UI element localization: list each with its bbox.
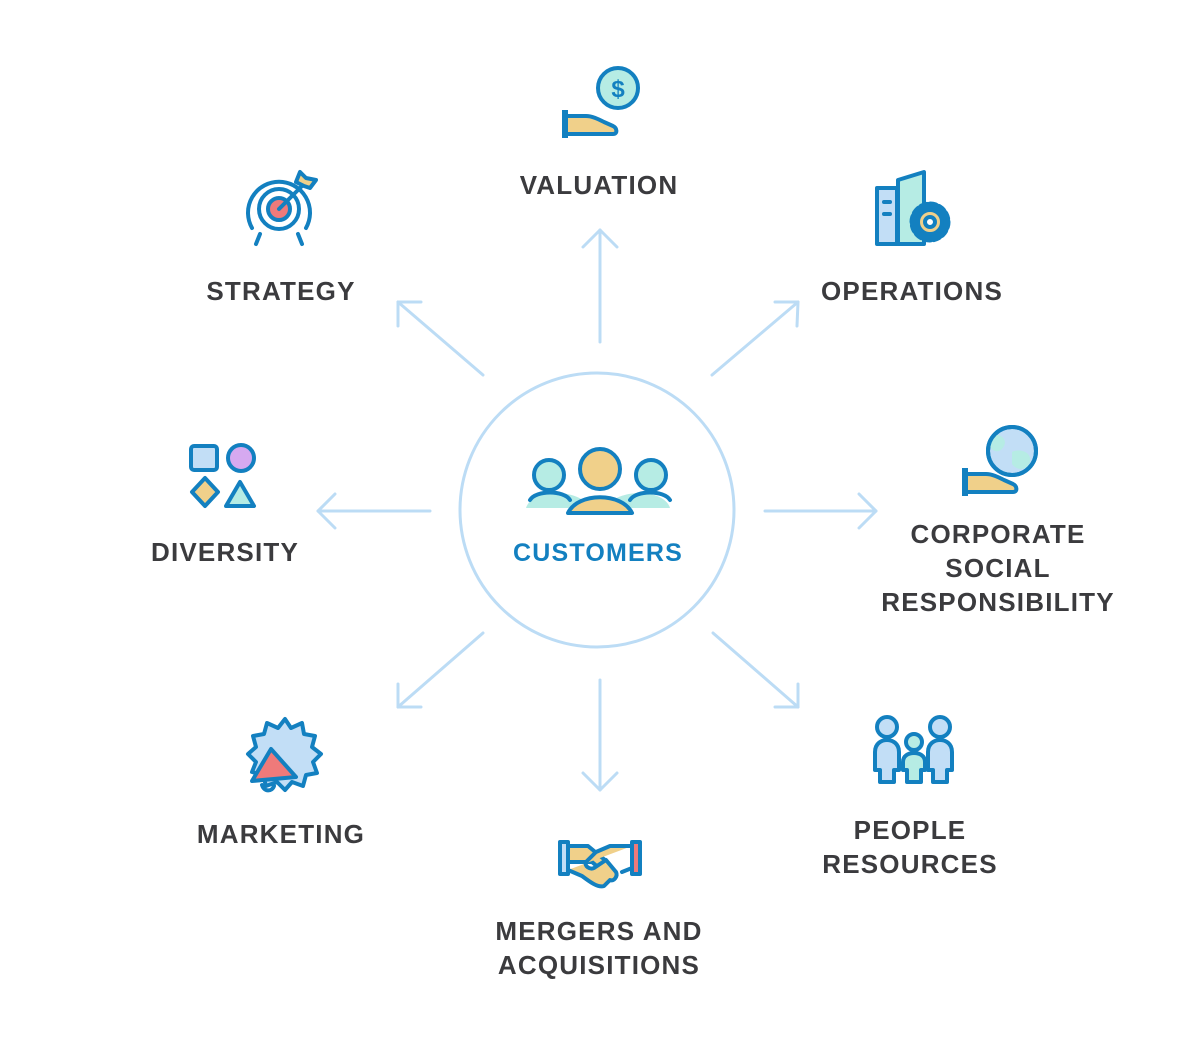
branch-label-valuation: VALUATION (519, 170, 679, 200)
center-circle (458, 371, 736, 649)
arrow-marketing (396, 631, 485, 709)
arrow-mna (581, 678, 619, 792)
center-label: CUSTOMERS (512, 539, 684, 567)
branch-label-diversity: DIVERSITY (150, 537, 300, 567)
handshake-icon (558, 840, 642, 889)
branch-label-mna: MERGERS AND ACQUISITIONS (495, 916, 703, 980)
family-icon (873, 715, 954, 784)
branch-label-strategy: STRATEGY (206, 276, 356, 306)
branch-label-operations: OPERATIONS (821, 276, 1003, 306)
arrow-strategy (396, 300, 485, 377)
dollar-hand-icon: $ (562, 66, 640, 138)
arrow-diversity (316, 492, 432, 530)
branch-label-csr: CORPORATE SOCIAL RESPONSIBILITY (881, 519, 1115, 617)
shapes-icon (189, 443, 256, 508)
megaphone-icon (246, 717, 323, 793)
branch-label-people: PEOPLE RESOURCES (822, 815, 998, 879)
buildings-gear-icon (875, 170, 951, 246)
target-arrow-icon (246, 170, 318, 246)
arrow-operations (710, 300, 800, 377)
globe-hand-icon (962, 425, 1038, 496)
branch-label-marketing: MARKETING (196, 819, 366, 849)
arrow-valuation (581, 228, 619, 344)
customers-group-icon (526, 447, 672, 515)
arrow-csr (763, 492, 878, 530)
svg-text:$: $ (611, 76, 625, 103)
arrow-people (711, 631, 800, 709)
